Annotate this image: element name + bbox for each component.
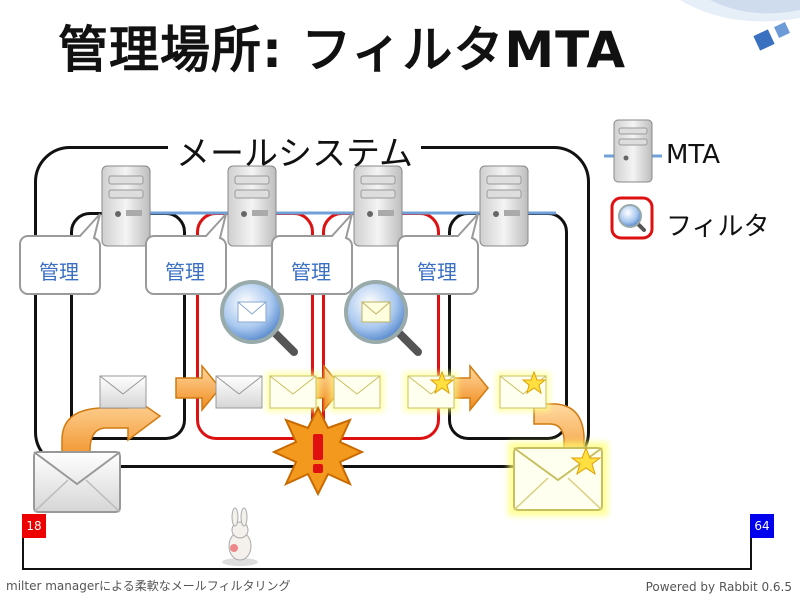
- slide-title: 管理場所: フィルタMTA: [58, 21, 627, 79]
- manage-callout-4: [397, 213, 479, 295]
- right-arrow-icon: [175, 363, 221, 413]
- curved-arrow-icon: [61, 392, 162, 469]
- title-decoration-icon: [753, 22, 790, 51]
- envelope-icon: [215, 375, 263, 409]
- legend-filter-label: フィルタ: [666, 212, 770, 242]
- total-pages-badge: 64: [750, 514, 774, 538]
- manage-callout-2: [145, 213, 227, 295]
- legend-mta-icon: [604, 119, 662, 183]
- manage-label: 管理: [39, 260, 79, 284]
- starred-envelope-icon: [496, 370, 550, 412]
- corner-decoration: [680, 0, 800, 22]
- server-icon: [353, 165, 403, 247]
- envelope-icon: [99, 375, 147, 409]
- rabbit-icon: [222, 507, 258, 566]
- manage-callout-3: [271, 213, 353, 295]
- magnifier-mail-icon: [344, 280, 422, 356]
- footer-title: milter managerによる柔軟なメールフィルタリング: [6, 579, 291, 593]
- server-icon: [479, 165, 529, 247]
- server-icon: [227, 165, 277, 247]
- glowing-envelope-icon: [266, 372, 320, 412]
- legend-filter-icon: [610, 196, 654, 240]
- end-flag-pole: [750, 514, 752, 570]
- glowing-envelope-icon: [330, 372, 384, 412]
- error-burst-icon: [271, 405, 365, 497]
- start-flag-pole: [22, 514, 24, 570]
- manage-label: 管理: [417, 260, 457, 284]
- manage-callout-1: [19, 213, 101, 295]
- server-icon: [101, 165, 151, 247]
- delivered-envelope-icon: [508, 442, 608, 516]
- legend-mta-label: MTA: [666, 140, 721, 170]
- footer-powered-by: Powered by Rabbit 0.6.5: [645, 580, 792, 594]
- magnifier-mail-icon: [220, 280, 298, 356]
- progress-baseline: [22, 568, 752, 570]
- current-page-badge: 18: [22, 514, 46, 538]
- manage-label: 管理: [291, 260, 331, 284]
- manage-label: 管理: [165, 260, 205, 284]
- incoming-envelope-icon: [33, 451, 121, 513]
- starred-envelope-icon: [404, 370, 458, 412]
